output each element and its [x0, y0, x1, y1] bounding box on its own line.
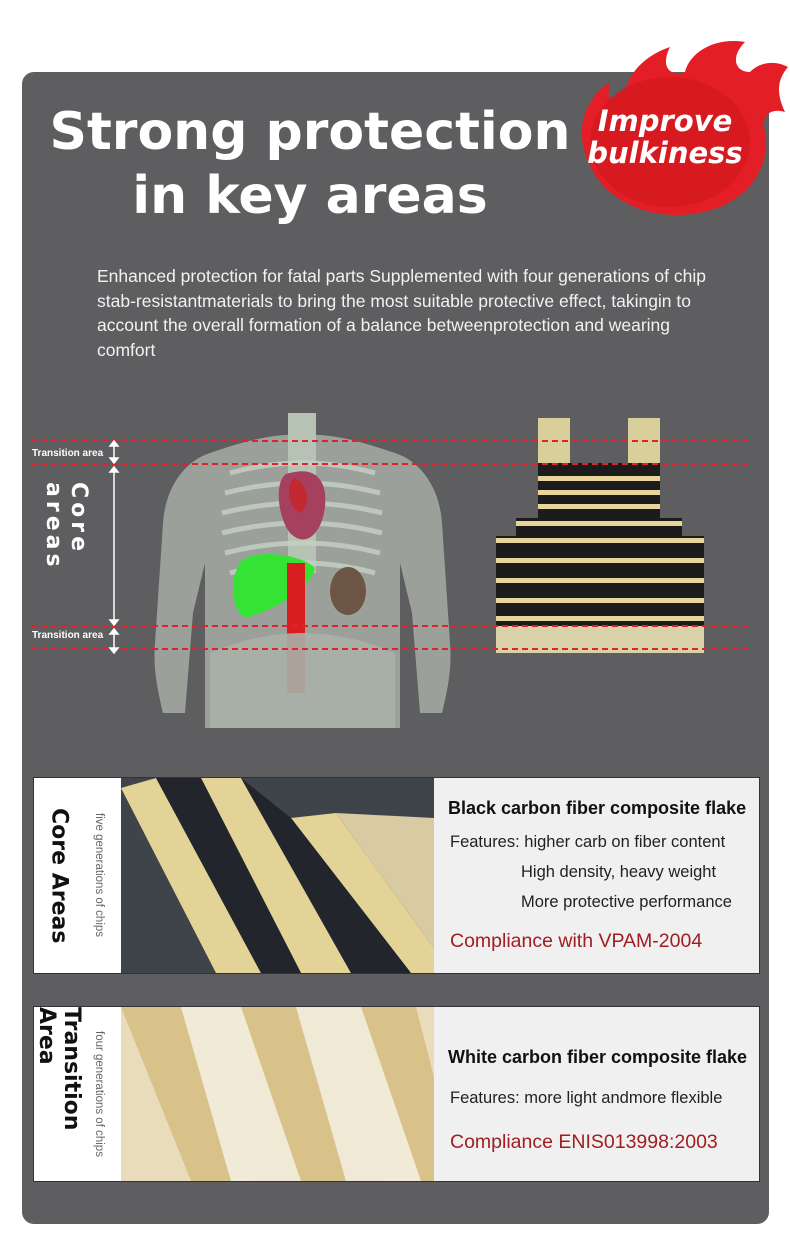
card-side-subtitle: four generations of chips: [93, 1031, 105, 1157]
transition-top-line-upper: [32, 440, 748, 442]
transition-area-label-top: Transition area: [32, 448, 104, 459]
core-areas-label: Core areas: [41, 482, 91, 571]
card-title: Black carbon fiber composite flake: [448, 798, 747, 818]
vest-panel-image: [496, 418, 704, 653]
intro-text: Enhanced protection for fatal parts Supp…: [97, 266, 706, 360]
card-side-title: Core Areas: [46, 807, 72, 944]
card-side-labels: Core Areas five generations of chips: [34, 778, 120, 973]
range-arrows-icon: [108, 440, 120, 655]
flame-badge-icon: [581, 41, 788, 215]
transition-bottom-line-lower: [32, 648, 748, 650]
badge-line-1: Improve: [597, 104, 733, 138]
core-areas-card: Core Areas five generations of chips Bla…: [33, 777, 760, 974]
card-info: Black carbon fiber composite flake Featu…: [434, 778, 759, 973]
badge-label: Improve bulkiness: [580, 105, 750, 169]
anatomy-image: [150, 413, 455, 728]
page-title: Strong protection in key areas: [40, 100, 580, 228]
card-side-subtitle: five generations of chips: [93, 813, 105, 938]
title-line-2: in key areas: [132, 166, 488, 226]
feature-line-3: More protective performance: [521, 893, 732, 911]
card-side-labels: Transition Area four generations of chip…: [34, 1007, 120, 1181]
black-carbon-flake-photo: [121, 778, 434, 973]
white-carbon-flake-photo: [121, 1007, 434, 1181]
transition-area-label-bottom: Transition area: [32, 630, 104, 641]
badge-line-2: bulkiness: [587, 136, 743, 170]
compliance-text: Compliance ENIS013998:2003: [450, 1131, 718, 1153]
feature-line-2: High density, heavy weight: [521, 863, 717, 881]
transition-area-card: Transition Area four generations of chip…: [33, 1006, 760, 1182]
card-info: White carbon fiber composite flake Featu…: [434, 1007, 759, 1181]
title-line-1: Strong protection: [49, 102, 571, 162]
transition-bottom-line-upper: [32, 625, 748, 627]
feature-line-1: Features: higher carb on fiber content: [450, 833, 726, 851]
compliance-text: Compliance with VPAM-2004: [450, 930, 703, 952]
transition-top-line-lower: [32, 463, 748, 465]
card-title: White carbon fiber composite flake: [448, 1047, 748, 1067]
feature-line-1: Features: more light andmore flexible: [450, 1089, 723, 1107]
card-side-title: Transition Area: [34, 1007, 84, 1131]
